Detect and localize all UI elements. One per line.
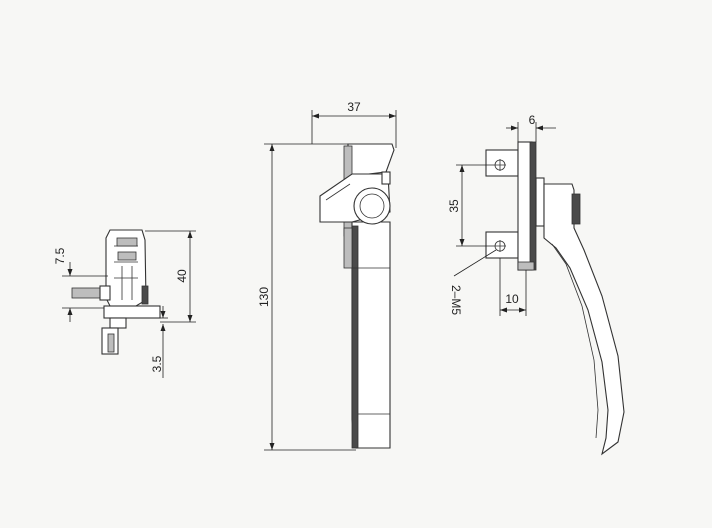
front-view: 6 35 10 2–M5 bbox=[447, 113, 625, 456]
dim-label-6: 6 bbox=[529, 113, 536, 127]
dim-35: 35 bbox=[447, 164, 494, 247]
dim-label-35: 35 bbox=[447, 199, 461, 213]
bottom-view: 7.5 40 3.5 bbox=[53, 229, 196, 378]
dim-label-3-5: 3.5 bbox=[150, 355, 164, 372]
dim-label-7-5: 7.5 bbox=[53, 247, 67, 264]
screw-note: 2–M5 bbox=[449, 249, 497, 315]
dim-label-130: 130 bbox=[257, 287, 271, 307]
handle bbox=[543, 183, 625, 456]
pivot-hub bbox=[353, 187, 391, 225]
dim-3-5: 3.5 bbox=[150, 306, 168, 378]
dim-40: 40 bbox=[145, 230, 196, 323]
screw-note-label: 2–M5 bbox=[449, 285, 463, 315]
front-view-body bbox=[485, 141, 625, 456]
dim-6: 6 bbox=[506, 113, 556, 142]
dim-37: 37 bbox=[311, 100, 397, 148]
bottom-view-body bbox=[71, 229, 161, 355]
dim-label-10: 10 bbox=[505, 292, 519, 306]
dim-label-37: 37 bbox=[347, 100, 361, 114]
side-view-body bbox=[319, 143, 395, 449]
dim-7-5: 7.5 bbox=[53, 247, 108, 322]
dim-130: 130 bbox=[257, 143, 356, 451]
dim-label-40: 40 bbox=[175, 269, 189, 283]
dim-10: 10 bbox=[499, 258, 527, 316]
side-view: 37 130 bbox=[257, 100, 397, 451]
